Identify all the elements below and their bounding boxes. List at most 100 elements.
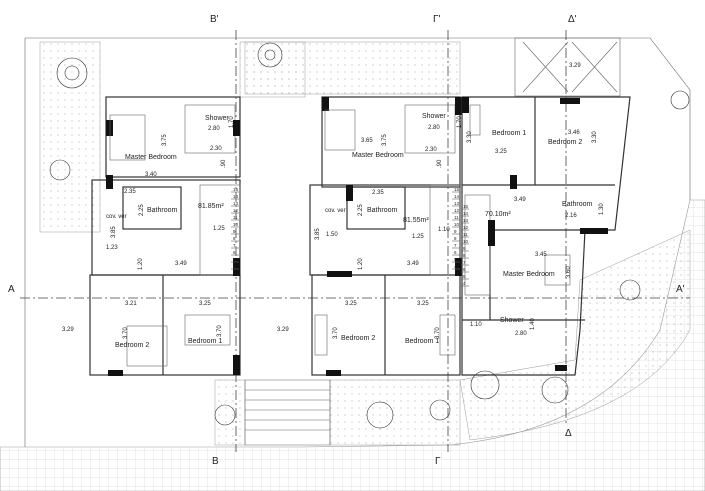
stair-step-number: 15: [233, 187, 239, 192]
dimension: 3.25: [199, 301, 211, 307]
section-marker-a-left: A: [8, 284, 15, 295]
section-marker-g-top: Γ': [433, 14, 441, 25]
dimension: 2.80: [515, 331, 527, 337]
dimension: 1.10: [470, 322, 482, 328]
stair-step-number: 8: [454, 236, 457, 241]
stair-step-number: 12: [463, 225, 469, 230]
stair-step-number: 12: [233, 208, 239, 213]
stair-step-number: 10: [454, 222, 460, 227]
unit-2-labels: Master Bedroom Shower 2.80 1.70 3.65 3.7…: [277, 113, 463, 345]
dimension: 1.40: [530, 318, 536, 330]
room-label: Master Bedroom: [125, 154, 177, 161]
stair-step-number: 4: [454, 264, 457, 269]
dimension: 2.30: [425, 147, 437, 153]
property-boundary: [24, 37, 691, 447]
garden-left: [39, 41, 101, 233]
dimension: 1.23: [106, 245, 118, 251]
stair-step-number: 7: [233, 243, 236, 248]
dimension: .90: [437, 159, 443, 168]
stair-step-number: 7: [454, 243, 457, 248]
dimension: 1.20: [138, 258, 144, 270]
stair-step-number: 8: [233, 236, 236, 241]
stair-step-number: 14: [454, 194, 460, 199]
stair-step-number: 4: [463, 281, 466, 286]
stair-step-number: 6: [233, 250, 236, 255]
dimension: 1.20: [358, 258, 364, 270]
section-marker-b-bottom: B: [212, 456, 219, 467]
floor-area: 81.85m²: [198, 203, 224, 210]
stair-step-number: 8: [463, 253, 466, 258]
dimension: 3.85: [315, 228, 321, 240]
garden-top-2: [244, 41, 461, 95]
dimension: 2.35: [372, 190, 384, 196]
stair-step-number: 4: [233, 264, 236, 269]
room-label: Shower: [500, 317, 524, 324]
section-marker-g-bottom: Γ: [435, 456, 441, 467]
level-mark: 3.29: [277, 327, 289, 333]
dimension: 3.25: [495, 149, 507, 155]
dimension: 2.80: [428, 125, 440, 131]
room-label: Bathroom: [562, 201, 593, 208]
stair-step-number: 5: [233, 257, 236, 262]
room-label: Bedroom 1: [405, 338, 439, 345]
level-mark: 3.29: [569, 63, 581, 69]
dimension: 3.70: [435, 327, 441, 339]
dimension: 3.30: [467, 131, 473, 143]
stair-step-number: 13: [233, 201, 239, 206]
section-marker-d-top: Δ': [568, 14, 577, 25]
stair-step-number: 12: [454, 208, 460, 213]
stair-step-number: 9: [454, 229, 457, 234]
dimension: 3.45: [535, 252, 547, 258]
stair-step-number: 9: [233, 229, 236, 234]
stair-step-number: 7: [463, 260, 466, 265]
dimension: 2.35: [124, 189, 136, 195]
dimension: 2.80: [208, 126, 220, 132]
dimension: 3.70: [333, 327, 339, 339]
unit-1: [89, 96, 241, 376]
garden-right: [459, 229, 691, 441]
room-label: Bathroom: [367, 207, 398, 214]
floor-area: 70.10m²: [485, 211, 511, 218]
dimension: 2.30: [210, 146, 222, 152]
stair-step-number: 15: [454, 187, 460, 192]
dimension: 1.70: [457, 116, 463, 128]
stair-step-number: 11: [463, 232, 468, 237]
stair-step-number: 5: [454, 257, 457, 262]
level-mark: 3.49: [175, 261, 187, 267]
dimension: 3.25: [345, 301, 357, 307]
dimension: 3.21: [125, 301, 137, 307]
dimension: 2.25: [139, 204, 145, 216]
room-label: Bedroom 1: [188, 338, 222, 345]
room-label: Bedroom 2: [548, 139, 582, 146]
stair-step-number: 9: [463, 246, 466, 251]
stair-step-number: 6: [454, 250, 457, 255]
section-marker-a-right: A': [676, 284, 685, 295]
dimension: 2.16: [565, 213, 577, 219]
section-marker-d-bottom: Δ: [565, 428, 572, 439]
unit-3-labels: Bedroom 1 3.30 3.25 Bedroom 2 3.46 3.30 …: [467, 63, 605, 337]
dimension: 3.85: [111, 226, 117, 238]
room-label: Bedroom 2: [341, 335, 375, 342]
stair-step-number: 13: [454, 201, 460, 206]
dimension: 3.65: [361, 138, 373, 144]
section-marker-b-top: B': [210, 14, 219, 25]
tree-icons: [49, 42, 690, 429]
floor-area: 81.55m²: [403, 217, 429, 224]
unit-3: [461, 96, 631, 376]
stair-step-number: 5: [463, 274, 466, 279]
dimension: 3.46: [568, 130, 580, 136]
dimension: 3.30: [592, 131, 598, 143]
stair-step-number: 6: [463, 267, 466, 272]
level-mark: 3.29: [62, 327, 74, 333]
dimension: 3.70: [123, 327, 129, 339]
dimension: 3.70: [217, 325, 223, 337]
level-mark: 3.49: [514, 197, 526, 203]
dimension: 3.40: [145, 172, 157, 178]
dimension: 3.75: [382, 134, 388, 146]
room-label: Bathroom: [147, 207, 178, 214]
unit-1-labels: Master Bedroom Shower 2.80 1.70 2.30 3.7…: [62, 115, 235, 349]
